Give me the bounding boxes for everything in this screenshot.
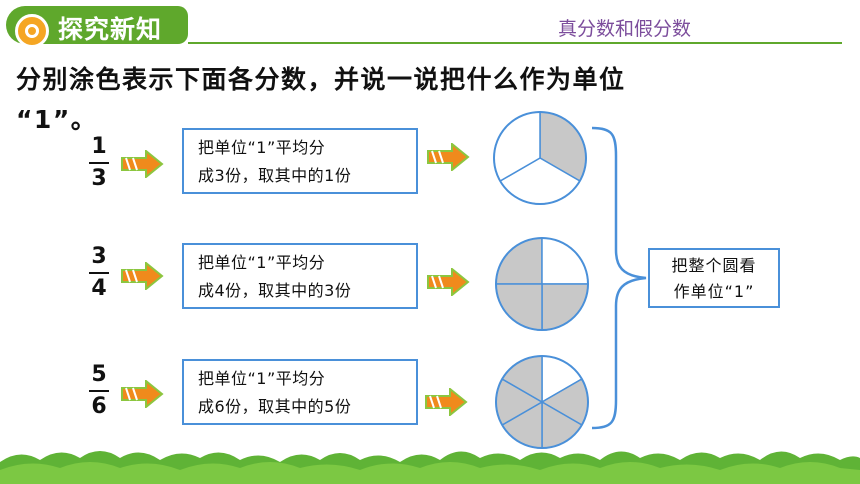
fraction-bar	[89, 390, 109, 392]
description-line-1: 把单位“1”平均分	[198, 138, 326, 157]
description-line-1: 把单位“1”平均分	[198, 253, 326, 272]
right-arrow-icon	[427, 268, 470, 296]
right-arrow-icon	[121, 150, 164, 178]
fraction-bar	[89, 272, 109, 274]
question-line-1: 分别涂色表示下面各分数，并说一说把什么作为单位	[16, 65, 626, 94]
description-box-row-2: 把单位“1”平均分 成4份，取其中的3份	[182, 243, 418, 309]
right-arrow-icon	[121, 380, 164, 408]
circle-outline	[495, 237, 589, 331]
question-text: 分别涂色表示下面各分数，并说一说把什么作为单位 “1”。	[16, 60, 806, 140]
section-title-banner: 探究新知	[6, 6, 188, 48]
title-badge-icon	[15, 14, 49, 48]
fraction-bar	[89, 162, 109, 164]
fraction-denominator: 3	[91, 166, 107, 191]
header: 探究新知 真分数和假分数	[0, 0, 860, 52]
description-line-2: 成3份，取其中的1份	[198, 166, 352, 185]
summary-line-2: 作单位“1”	[673, 282, 755, 301]
fraction-row-1: 1 3	[86, 134, 112, 192]
fraction-numerator: 1	[91, 134, 107, 159]
description-line-1: 把单位“1”平均分	[198, 369, 326, 388]
fraction-circle-sixths	[495, 355, 589, 449]
topic-title: 真分数和假分数	[558, 18, 692, 40]
right-arrow-icon	[425, 388, 468, 416]
description-line-2: 成6份，取其中的5份	[198, 397, 352, 416]
fraction-numerator: 5	[91, 362, 107, 387]
fraction-denominator: 4	[91, 276, 107, 301]
circle-outline	[495, 355, 589, 449]
summary-box: 把整个圆看 作单位“1”	[648, 248, 780, 308]
fraction-circle-thirds	[493, 111, 587, 205]
section-title: 探究新知	[58, 15, 163, 44]
question-line-2: “1”。	[16, 105, 98, 134]
fraction-circle-quarters	[495, 237, 589, 331]
description-box-row-3: 把单位“1”平均分 成6份，取其中的5份	[182, 359, 418, 425]
right-arrow-icon	[427, 143, 470, 171]
right-arrow-icon	[121, 262, 164, 290]
fraction-row-2: 3 4	[86, 244, 112, 302]
fraction-denominator: 6	[91, 394, 107, 419]
fraction-numerator: 3	[91, 244, 107, 269]
summary-line-1: 把整个圆看	[671, 256, 757, 275]
right-brace-icon	[591, 126, 647, 430]
description-box-row-1: 把单位“1”平均分 成3份，取其中的1份	[182, 128, 418, 194]
description-line-2: 成4份，取其中的3份	[198, 281, 352, 300]
fraction-row-3: 5 6	[86, 362, 112, 420]
header-divider	[188, 42, 842, 44]
grass-decoration	[0, 451, 860, 484]
circle-outline	[493, 111, 587, 205]
